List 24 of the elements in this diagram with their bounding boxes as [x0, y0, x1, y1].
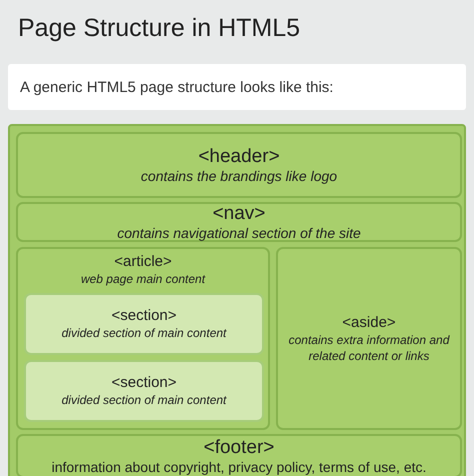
layout-container [8, 124, 466, 476]
nav-panel [16, 202, 462, 242]
element-description: contains navigational section of the site [117, 224, 361, 242]
element-tag: <section> [111, 374, 177, 392]
element-tag: <nav> [212, 202, 266, 224]
page-title: Page Structure in HTML5 [18, 14, 300, 43]
article-panel [16, 247, 270, 430]
aside-panel [276, 247, 462, 430]
element-tag: <footer> [204, 436, 274, 458]
element-tag: <header> [198, 146, 280, 168]
section-panel [24, 293, 264, 355]
element-description: divided section of main content [62, 325, 226, 341]
element-description: web page main content [80, 271, 206, 287]
element-tag: <aside> [342, 314, 396, 332]
element-description: contains extra information and related content or links [288, 332, 451, 364]
element-tag: <article> [114, 253, 172, 271]
footer-panel [16, 434, 462, 476]
element-description: contains the brandings like logo [140, 168, 338, 184]
element-description: information about copyright, privacy policy, terms of use, etc. [52, 458, 426, 476]
element-description: divided section of main content [62, 392, 226, 408]
intro-text: A generic HTML5 page structure looks like this: [20, 79, 334, 96]
header-panel [16, 132, 462, 198]
element-tag: <section> [111, 307, 177, 325]
section-panel [24, 360, 264, 422]
